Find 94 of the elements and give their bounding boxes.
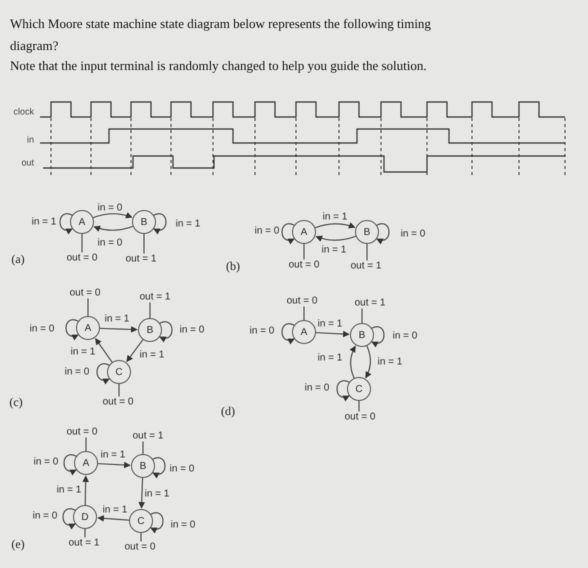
option-letter: (e) [11,537,25,551]
edge-label: in = 0 [254,226,280,236]
output-line [358,401,360,412]
option-letter: (b) [226,259,240,273]
edge-label: in = 0 [98,238,122,248]
output-line [140,533,142,542]
output-line [87,298,89,316]
transition-arrow [93,212,132,218]
edge-label: in = 1 [100,450,126,460]
transition-arrow [350,346,356,378]
output-label: out = 0 [70,288,100,298]
question-title: Which Moore state machine state diagram below represents the following timing diagram? [10,15,432,55]
output-line [118,384,120,396]
transition-arrow [94,226,133,232]
output-line [85,438,87,451]
self-loop-arrow [64,454,77,475]
self-loop-arrow [62,508,76,529]
edge-label: in = 0 [392,330,418,342]
edge-label: in = 1 [144,488,170,500]
self-loop-arrow [371,326,384,347]
edge-label: in = 1 [322,244,346,256]
transition-arrow [82,475,89,506]
output-line [303,244,305,260]
self-loop-arrow [336,380,350,401]
output-line [303,306,305,320]
transition-arrow [315,222,356,229]
output-label: out = 0 [288,260,320,270]
edge-label: in = 1 [318,318,342,330]
output-line [366,244,368,260]
transition-arrow [97,515,130,522]
output-label: out = 0 [124,542,156,552]
edge-label: in = 0 [400,228,426,240]
transition-arrow [365,346,372,378]
transition-arrow [95,338,113,362]
transition-arrow [138,478,145,509]
signal-name: clock [13,106,34,118]
output-line [149,302,151,318]
edge-label: in = 0 [32,510,58,522]
output-label: out = 1 [140,292,170,302]
self-loop-arrow [96,363,110,384]
edge-label: in = 1 [176,218,200,230]
output-line [81,234,83,252]
edge-label: in = 1 [140,350,164,360]
self-loop-arrow [376,223,390,244]
edge-label: in = 0 [180,324,204,336]
output-line [143,234,145,254]
output-label: out = 0 [102,396,134,408]
self-loop-arrow [150,512,164,533]
edge-label: in = 0 [170,464,194,474]
edge-label: in = 0 [34,456,58,468]
transition-arrow [126,339,144,362]
output-line [142,442,144,454]
output-line [361,308,363,323]
edge-label: in = 0 [98,202,122,214]
transition-arrow [98,462,131,468]
edge-label: in = 1 [32,216,56,228]
option-letter: (d) [221,404,235,418]
self-loop-arrow [153,213,166,234]
self-loop-arrow [152,457,166,478]
self-loop-arrow [66,319,79,340]
signal-name: in [26,134,34,146]
self-loop-arrow [60,213,73,234]
edge-label: in = 1 [378,356,402,368]
note-text: Note that the input terminal is randomly changed to help you guide the solution. [10,58,427,74]
output-line [84,529,86,538]
output-label: out = 1 [132,430,164,442]
edge-label: in = 1 [104,314,130,324]
signal-name: out [21,158,34,168]
output-label: out = 1 [126,254,156,264]
option-letter: (a) [11,252,25,266]
output-label: out = 0 [66,426,98,438]
self-loop-arrow [159,321,172,342]
output-label: out = 0 [344,412,376,422]
output-label: out = 1 [354,298,386,308]
edge-label: in = 0 [250,326,274,336]
edge-label: in = 0 [170,520,196,530]
transition-arrow [316,330,350,338]
output-label: out = 1 [350,260,382,272]
transition-arrow [100,326,138,333]
edge-label: in = 1 [102,504,128,516]
edge-label: in = 1 [322,212,348,222]
transition-arrow [316,235,356,242]
edge-label: in = 1 [56,484,82,496]
output-label: out = 0 [66,252,98,264]
output-label: out = 0 [286,296,318,306]
self-loop-arrow [282,223,295,244]
edge-label: in = 1 [70,346,96,358]
edge-label: in = 0 [64,366,90,378]
edge-label: in = 0 [304,382,330,394]
edge-label: in = 0 [30,324,54,334]
self-loop-arrow [282,323,295,344]
edge-label: in = 1 [318,352,342,364]
option-letter: (c) [9,395,23,409]
output-label: out = 1 [68,538,100,548]
